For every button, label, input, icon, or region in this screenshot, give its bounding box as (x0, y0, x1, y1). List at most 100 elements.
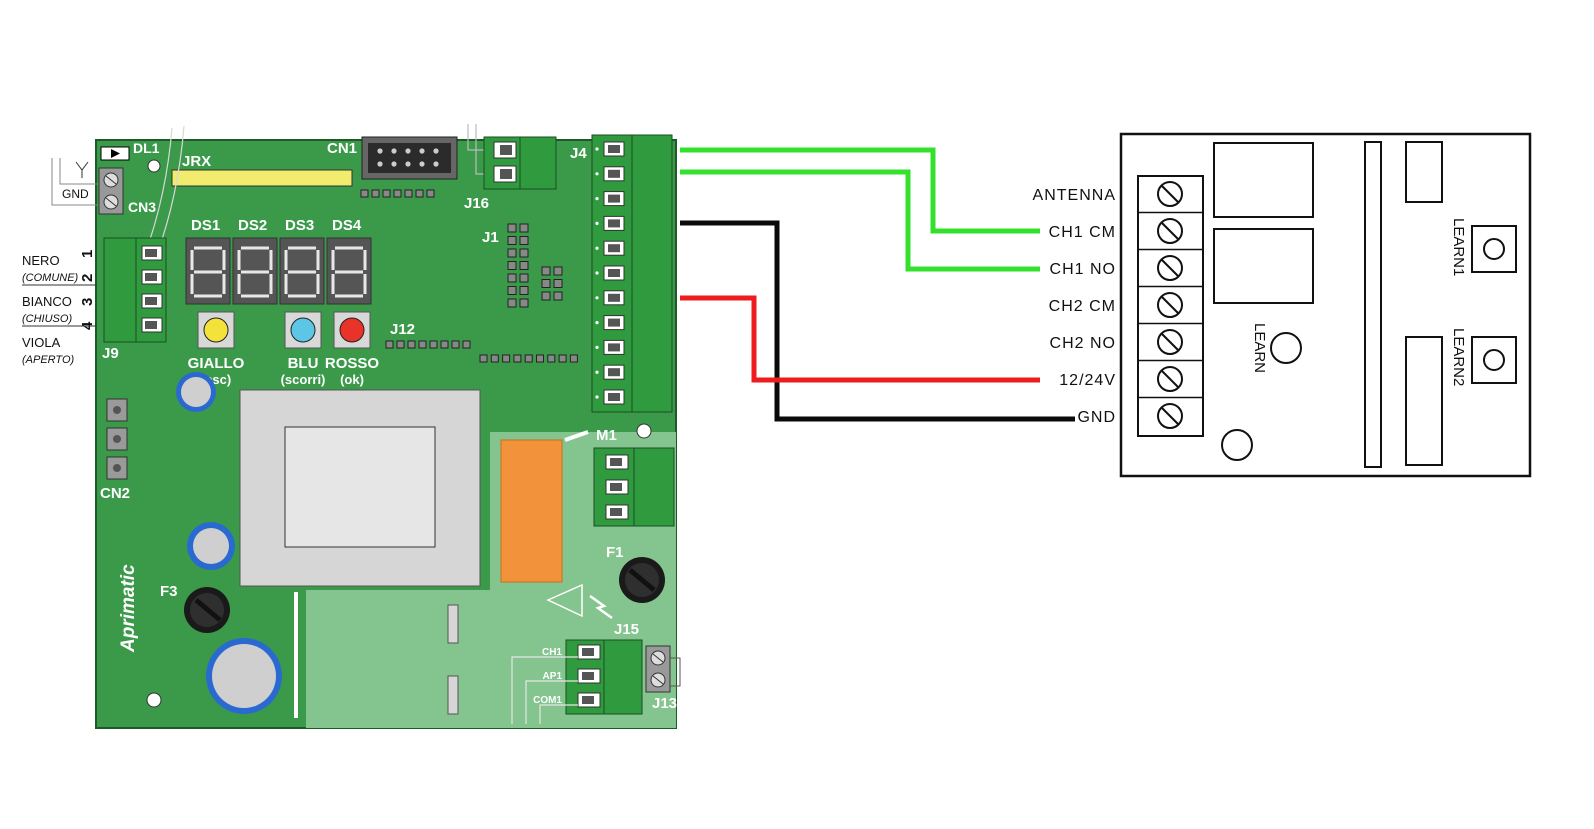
jrx-slot (171, 169, 353, 187)
f3-label: F3 (160, 583, 178, 600)
j4-pin-number: 8 (677, 223, 692, 230)
j9-pin-number: 3 (79, 298, 96, 306)
slot (447, 604, 459, 644)
j15-pin-label: CH1 (542, 647, 562, 658)
j9-wire-legend: NERO (COMUNE) BIANCO (CHIUSO) VIOLA (APERTO) (22, 253, 96, 366)
f1-label: F1 (606, 544, 624, 561)
j15-label: J15 (614, 621, 639, 638)
diode-icon (111, 149, 120, 158)
antenna-icon (75, 161, 89, 178)
j9-pin-number: 2 (79, 274, 96, 282)
receiver-slot (1364, 141, 1382, 468)
cn1-pins (377, 148, 439, 167)
high-voltage-warning-icon (546, 583, 583, 618)
display-label: DS2 (238, 217, 267, 234)
learn-label: LEARN (1251, 323, 1268, 373)
mount-hole (147, 159, 161, 173)
mount-hole (636, 423, 652, 439)
j9-pin-number: 1 (79, 250, 96, 258)
display-label: DS1 (191, 217, 220, 234)
receiver-component (1405, 336, 1443, 466)
slot (447, 675, 459, 715)
j4-pin-number: 7 (677, 248, 692, 255)
receiver-terminal-label: CH2 CM (1049, 298, 1116, 315)
wire-ch1-cm (680, 147, 1040, 234)
dl1-label: DL1 (133, 140, 160, 156)
learn-led (1270, 332, 1302, 364)
relay (500, 439, 563, 583)
button-label: ROSSO (325, 355, 380, 372)
wire-role-label: (APERTO) (22, 354, 74, 366)
j4-pin-number: 4 (677, 322, 692, 330)
wire-color-label: VIOLA (22, 335, 61, 350)
button-sublabel: (scorri) (281, 372, 326, 387)
control-board: DL1 JRX CN1 GND CN3 J16 J4 (22, 124, 692, 729)
jrx-label: JRX (182, 153, 211, 170)
antenna-wire (51, 158, 100, 206)
j4-label: J4 (570, 145, 587, 162)
receiver-terminal-label: 12/24V (1059, 372, 1116, 389)
j12-label: J12 (390, 321, 415, 338)
m1-label: M1 (596, 427, 617, 444)
receiver-terminal-label: ANTENNA (1033, 187, 1116, 204)
button-label: GIALLO (188, 355, 245, 372)
receiver-led (1221, 429, 1253, 461)
wire-color-label: NERO (22, 253, 60, 268)
transformer-core (284, 426, 436, 548)
wiring (680, 147, 1075, 422)
j1-label: J1 (482, 229, 499, 246)
j4-pin-number: 6 (677, 273, 692, 280)
receiver-terminal-label: CH1 NO (1050, 261, 1116, 278)
display-label: DS3 (285, 217, 314, 234)
brand-logo: Aprimatic (118, 564, 139, 653)
relay-ch2 (1213, 228, 1314, 304)
wire-role-label: (CHIUSO) (22, 313, 72, 325)
cn1-pad-row (360, 189, 435, 198)
j12-header (385, 340, 471, 349)
j1-jumper (507, 223, 563, 308)
receiver-terminal-label: CH2 NO (1050, 335, 1116, 352)
cn3-gnd-label: GND (62, 187, 89, 201)
wire-color-label: BIANCO (22, 294, 72, 309)
button-sublabel: (ok) (340, 372, 364, 387)
cn1-label: CN1 (327, 140, 357, 157)
receiver-terminal-label: GND (1077, 409, 1116, 426)
receiver-module: ANTENNA CH1 CM CH1 NO CH2 CM CH2 NO 12/24V GND… (1033, 132, 1532, 478)
wire-gnd (680, 220, 1075, 422)
j9-label: J9 (102, 345, 119, 362)
j4-pin-number: 9 (677, 198, 692, 205)
cn1-socket (368, 143, 451, 173)
mount-hole (146, 692, 162, 708)
j4-pin-number: 3 (677, 347, 692, 354)
receiver-component (1405, 141, 1443, 203)
pad-row (479, 354, 578, 363)
receiver-terminal-label: CH1 CM (1049, 224, 1116, 241)
j4-pin-number: 5 (677, 298, 692, 305)
button-cap (203, 317, 229, 343)
m1-terminals (605, 454, 629, 520)
j15-pin-label: COM1 (533, 695, 562, 706)
j4-pin-number: 1 (677, 397, 692, 404)
learn2-button[interactable] (1471, 336, 1517, 384)
receiver-terminals (1138, 181, 1203, 429)
button-label: BLU (288, 355, 319, 372)
j16-label: J16 (464, 195, 489, 212)
j9-terminals (141, 245, 163, 333)
cn3-label: CN3 (128, 199, 156, 215)
j4-terminals (595, 141, 625, 405)
button-cap (290, 317, 316, 343)
j4-pin-number: 2 (677, 372, 692, 379)
wire-role-label: (COMUNE) (22, 272, 79, 284)
button-cap (339, 317, 365, 343)
cn2-label: CN2 (100, 485, 130, 502)
receiver-terminal-labels: ANTENNA CH1 CM CH1 NO CH2 CM CH2 NO 12/24V GND (1033, 187, 1116, 426)
wire-ch1-no (680, 169, 1040, 272)
relay-ch1 (1213, 142, 1314, 218)
learn2-label: LEARN2 (1450, 328, 1467, 386)
j13-label: J13 (652, 695, 677, 712)
